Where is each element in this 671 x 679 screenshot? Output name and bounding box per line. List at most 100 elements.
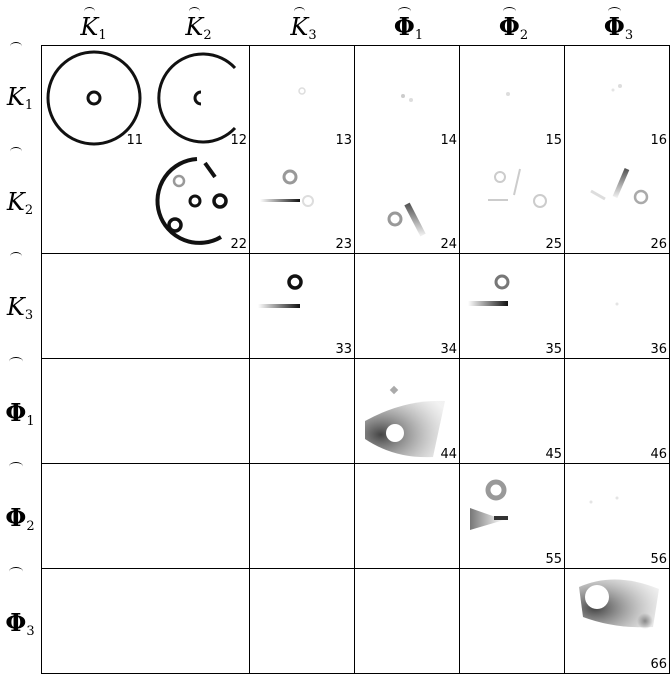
symbol-index: 2 (25, 203, 33, 218)
cell-number: 55 (545, 552, 562, 567)
cell-c26: 26 (565, 149, 670, 254)
symbol-hat: K (7, 45, 25, 150)
symbol-index: 3 (26, 624, 34, 639)
cell-c46: 46 (565, 359, 670, 464)
cell-c16: 16 (565, 45, 670, 150)
cell-c25: 25 (460, 149, 565, 254)
cell-number: 45 (545, 447, 562, 462)
symbol-hat: Φ (5, 570, 26, 675)
cell-c61 (41, 569, 146, 674)
symbol-hat: Φ (604, 10, 625, 44)
symbol-index: 1 (25, 98, 33, 113)
cell-number: 46 (650, 447, 667, 462)
cell-c65 (460, 569, 565, 674)
symbol-letter: K (80, 13, 98, 41)
cell-c55: 55 (460, 464, 565, 569)
cell-c21 (41, 149, 146, 254)
row-header-2: K2 (0, 150, 40, 255)
symbol-letter: Φ (5, 608, 26, 637)
symbol-index: 3 (25, 308, 33, 323)
symbol-hat: Φ (394, 10, 415, 44)
cell-c35: 35 (460, 254, 565, 359)
cell-c12: 12 (145, 45, 250, 150)
symbol-hat: Φ (499, 10, 520, 44)
symbol-hat: Φ (5, 465, 26, 570)
cell-number: 16 (650, 133, 667, 148)
cell-number: 26 (650, 237, 667, 252)
symbol-hat: K (185, 10, 203, 44)
symbol-hat: K (7, 150, 25, 255)
symbol-index: 2 (26, 519, 34, 534)
column-header-1: K1 (41, 10, 146, 44)
cell-c14: 14 (355, 45, 460, 150)
symbol-index: 1 (98, 28, 106, 43)
row-header-6: Φ3 (0, 570, 40, 675)
symbol-index: 3 (625, 28, 633, 43)
symbol-letter: Φ (499, 12, 520, 41)
cell-c44: 44 (355, 359, 460, 464)
cell-c13: 13 (250, 45, 355, 150)
symbol-hat: K (80, 10, 98, 44)
cell-c62 (145, 569, 250, 674)
symbol-index: 1 (26, 414, 34, 429)
cell-number: 25 (545, 237, 562, 252)
cell-c63 (250, 569, 355, 674)
symbol-letter: K (290, 13, 308, 41)
row-header-1: K1 (0, 45, 40, 150)
cell-c53 (250, 464, 355, 569)
cell-c51 (41, 464, 146, 569)
symbol-letter: K (7, 83, 25, 111)
symbol-letter: Φ (394, 12, 415, 41)
column-header-6: Φ3 (566, 10, 671, 44)
cell-c54 (355, 464, 460, 569)
symbol-letter: K (7, 293, 25, 321)
cell-c45: 45 (460, 359, 565, 464)
cell-c64 (355, 569, 460, 674)
cell-number: 22 (230, 237, 247, 252)
cell-c36: 36 (565, 254, 670, 359)
symbol-hat: K (7, 255, 25, 360)
cell-c24: 24 (355, 149, 460, 254)
column-header-4: Φ1 (356, 10, 461, 44)
symbol-letter: Φ (5, 398, 26, 427)
symbol-hat: Φ (5, 360, 26, 465)
cell-number: 15 (545, 133, 562, 148)
symbol-index: 3 (308, 28, 316, 43)
cell-c23: 23 (250, 149, 355, 254)
symbol-letter: K (7, 188, 25, 216)
cell-c34: 34 (355, 254, 460, 359)
cell-number: 14 (440, 133, 457, 148)
cell-c43 (250, 359, 355, 464)
symbol-hat: K (290, 10, 308, 44)
cell-c22: 22 (145, 149, 250, 254)
cell-number: 56 (650, 552, 667, 567)
cell-c42 (145, 359, 250, 464)
row-header-5: Φ2 (0, 465, 40, 570)
cell-number: 34 (440, 342, 457, 357)
cell-number: 12 (230, 133, 247, 148)
cell-number: 44 (440, 447, 457, 462)
cell-c56: 56 (565, 464, 670, 569)
cell-number: 23 (335, 237, 352, 252)
symbol-letter: Φ (5, 503, 26, 532)
symbol-letter: Φ (604, 12, 625, 41)
column-header-5: Φ2 (461, 10, 566, 44)
cell-c41 (41, 359, 146, 464)
cell-c11: 11 (41, 45, 146, 150)
cell-c32 (145, 254, 250, 359)
cell-number: 35 (545, 342, 562, 357)
row-header-4: Φ1 (0, 360, 40, 465)
cell-c66: 66 (565, 569, 670, 674)
cell-c33: 33 (250, 254, 355, 359)
column-header-3: K3 (251, 10, 356, 44)
symbol-index: 1 (415, 28, 423, 43)
column-header-2: K2 (146, 10, 251, 44)
cell-number: 11 (126, 133, 143, 148)
cell-number: 13 (335, 133, 352, 148)
cell-number: 36 (650, 342, 667, 357)
cell-c31 (41, 254, 146, 359)
symbol-letter: K (185, 13, 203, 41)
cell-c52 (145, 464, 250, 569)
cell-number: 33 (335, 342, 352, 357)
cell-number: 66 (650, 657, 667, 672)
